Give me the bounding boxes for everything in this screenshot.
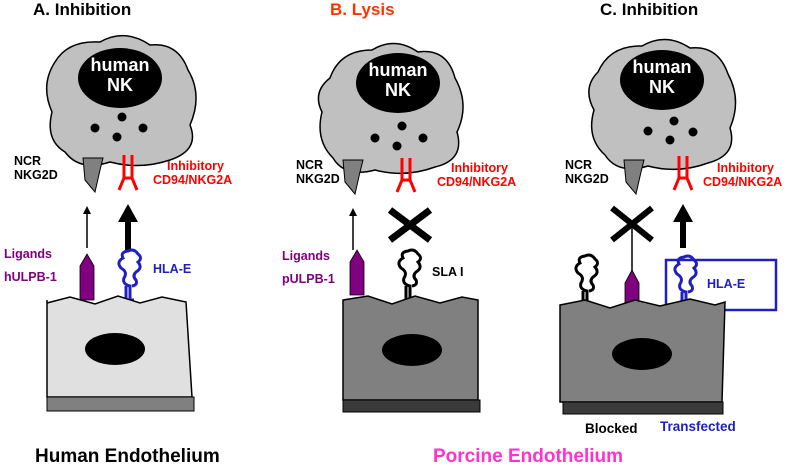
granules-b	[370, 121, 428, 151]
hla-e-label-c: HLA-E	[707, 277, 746, 291]
sla-i-molecule-c	[574, 253, 599, 307]
ligand-shape-a	[79, 253, 95, 301]
hla-e-label-a: HLA-E	[153, 262, 192, 276]
inhibitory-receptor-a	[117, 155, 139, 191]
nk-label-c: human NK	[622, 57, 702, 98]
blocked-label: Blocked	[585, 421, 638, 436]
nk-label-a-line1: human	[90, 55, 150, 75]
thick-arrow-a	[118, 204, 138, 250]
inhibitory-label-b-line1: Inhibitory	[451, 161, 508, 175]
nk-nucleus-b	[356, 53, 440, 113]
panel-b-title: B. Lysis	[330, 0, 395, 19]
panel-a-title: A. Inhibition	[33, 0, 132, 19]
nk-label-c-line1: human	[632, 57, 692, 77]
inhibitory-label-b-line2: CD94/NKG2A	[437, 175, 517, 190]
activating-receptor-b	[342, 159, 364, 196]
basement-membrane-a	[46, 396, 195, 412]
nk-nucleus-a	[78, 48, 162, 108]
ligand-label-b-line1: Ligands	[282, 249, 330, 263]
inhibitory-label-c-line2: CD94/NKG2A	[703, 175, 783, 190]
block-cross-c	[610, 205, 654, 275]
hla-e-molecule-c	[673, 254, 698, 308]
receptor-label-b-line1: NCR	[296, 158, 324, 172]
nk-label-b-line1: human	[368, 60, 428, 80]
inhibitory-label-a-line2: CD94/NKG2A	[153, 173, 233, 188]
ligand-shape-b	[349, 249, 365, 296]
inhibitory-label-c-line1: Inhibitory	[717, 161, 774, 175]
receptor-label-c-line1: NCR	[565, 158, 593, 172]
block-cross-b	[387, 207, 433, 243]
inhibitory-label-a-line1: Inhibitory	[167, 159, 224, 173]
basement-membrane-b	[342, 399, 481, 413]
ligand-label-b-line2: pULPB-1	[282, 272, 335, 287]
inhibitory-label-c: Inhibitory CD94/NKG2A	[703, 161, 782, 190]
endothelium-nucleus-c	[612, 338, 672, 370]
receptor-label-c-line2: NKG2D	[565, 172, 609, 187]
nk-nucleus-c	[620, 50, 704, 110]
granules-a	[90, 112, 148, 142]
inhibitory-receptor-b	[395, 158, 417, 193]
transfected-label: Transfected	[660, 419, 736, 434]
receptor-label-c: NCR NKG2D	[565, 158, 609, 187]
sla-i-label-b: SLA I	[432, 265, 464, 279]
receptor-label-a-line1: NCR	[14, 154, 42, 168]
panel-c	[559, 38, 778, 415]
panel-c-title: C. Inhibition	[600, 0, 699, 19]
thick-arrow-c	[673, 204, 693, 248]
inhibitory-label-a: Inhibitory CD94/NKG2A	[153, 159, 232, 188]
ligand-label-a-line2: hULPB-1	[4, 270, 57, 285]
granules-c	[643, 116, 698, 145]
hla-e-molecule-a	[117, 248, 142, 302]
nk-label-b-line2: NK	[385, 79, 411, 100]
activating-receptor-c	[623, 159, 645, 196]
receptor-label-b: NCR NKG2D	[296, 158, 340, 187]
panel-a	[46, 35, 197, 412]
receptor-label-a: NCR NKG2D	[14, 154, 58, 183]
endothelium-nucleus-b	[382, 334, 442, 366]
panel-b	[317, 42, 481, 413]
receptor-label-a-line2: NKG2D	[14, 168, 58, 183]
nk-label-a-line2: NK	[107, 74, 133, 95]
ligand-label-a: Ligands hULPB-1	[4, 247, 57, 285]
basement-membrane-c	[562, 401, 724, 415]
receptor-label-b-line2: NKG2D	[296, 172, 340, 187]
ligand-label-a-line1: Ligands	[4, 247, 52, 261]
endothelium-nucleus-a	[85, 333, 145, 365]
inhibitory-label-b: Inhibitory CD94/NKG2A	[437, 161, 516, 190]
activating-receptor-a	[82, 157, 104, 194]
sla-i-molecule-b	[397, 248, 422, 302]
nk-label-c-line2: NK	[649, 76, 675, 97]
inhibitory-receptor-c	[672, 156, 694, 191]
porcine-endothelium-label: Porcine Endothelium	[433, 446, 624, 467]
nk-label-a: human NK	[80, 55, 160, 96]
nk-label-b: human NK	[358, 60, 438, 101]
ligand-label-b: Ligands pULPB-1	[282, 249, 335, 287]
human-endothelium-label: Human Endothelium	[35, 446, 220, 467]
